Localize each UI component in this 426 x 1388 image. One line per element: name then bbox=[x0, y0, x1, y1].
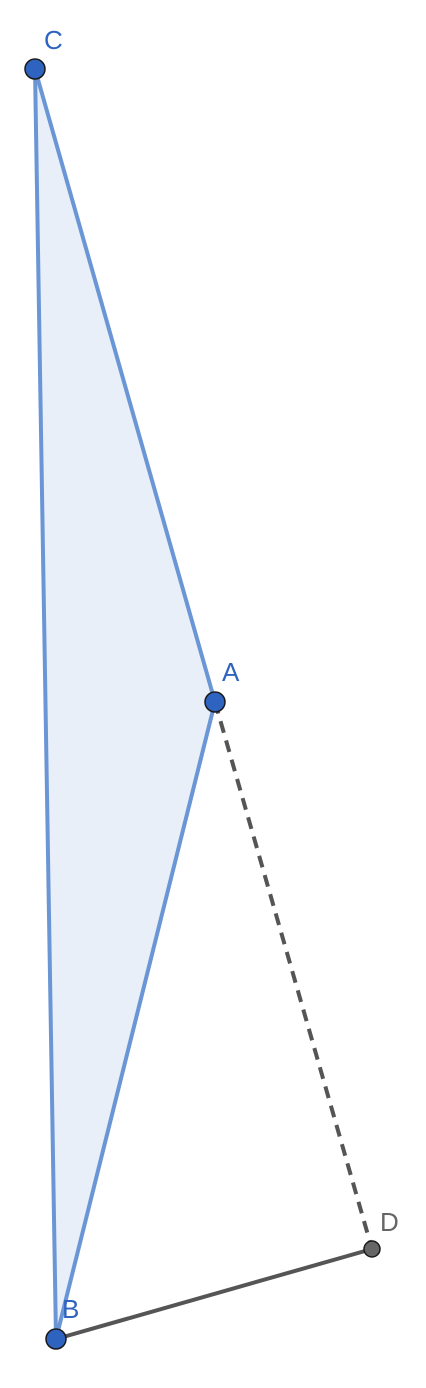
label-d: D bbox=[380, 1207, 399, 1237]
label-c: C bbox=[44, 25, 63, 55]
point-c[interactable] bbox=[24, 58, 46, 80]
segment-ad-dashed[interactable] bbox=[213, 701, 374, 1250]
segment-bd[interactable] bbox=[54, 1247, 374, 1341]
triangle-cab-fill bbox=[35, 69, 215, 1339]
segment-ab[interactable] bbox=[54, 700, 217, 1341]
point-b[interactable] bbox=[45, 1328, 67, 1350]
label-b: B bbox=[62, 1294, 79, 1324]
segment-ca[interactable] bbox=[33, 67, 217, 704]
label-a: A bbox=[222, 657, 240, 687]
segment-bc[interactable] bbox=[33, 67, 58, 1341]
point-d[interactable] bbox=[363, 1240, 381, 1258]
point-a[interactable] bbox=[204, 691, 226, 713]
